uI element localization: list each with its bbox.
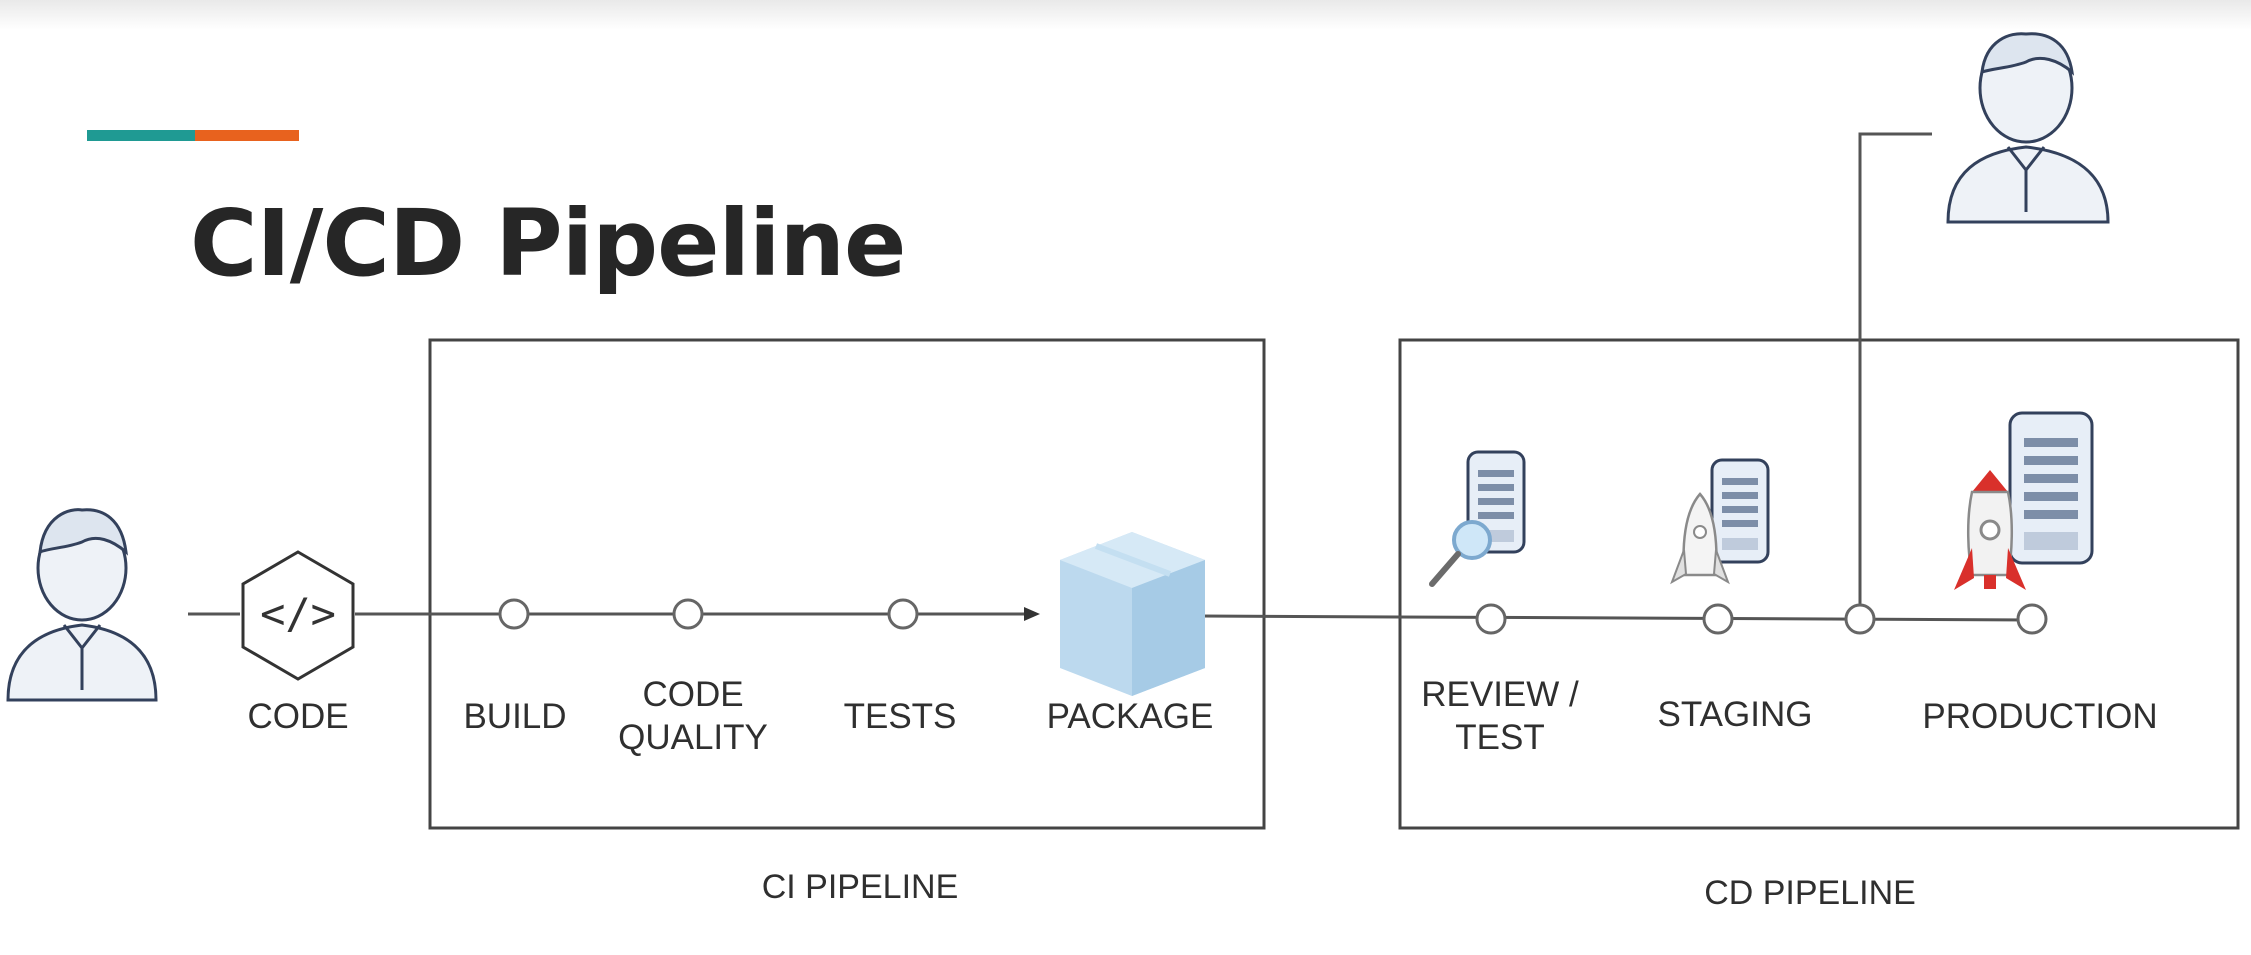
label-package: PACKAGE — [1046, 697, 1214, 736]
node-build — [498, 598, 530, 630]
node-production — [2016, 603, 2048, 635]
top-shadow — [0, 0, 2251, 30]
node-staging — [1702, 603, 1734, 635]
label-production: PRODUCTION — [1922, 697, 2158, 736]
review-server-icon — [1429, 450, 1526, 587]
staging-server-icon — [1670, 458, 1770, 585]
node-code-quality — [672, 598, 704, 630]
cd-pipeline-box — [1398, 338, 2240, 830]
section-cd-pipeline: CD PIPELINE — [1704, 874, 1916, 912]
page-title: CI/CD Pipeline — [190, 190, 906, 297]
accent-bar-orange — [195, 130, 299, 141]
label-review-line2: TEST — [1455, 718, 1545, 757]
ci-pipeline-box — [428, 338, 1266, 830]
flow-line-cd — [1199, 614, 2036, 622]
approver-icon — [1946, 32, 2110, 224]
label-code: CODE — [247, 697, 349, 736]
approval-line — [1858, 132, 1932, 620]
label-code-quality-line2: QUALITY — [618, 718, 768, 757]
flow-arrowhead — [1024, 607, 1040, 621]
label-review-line1: REVIEW / — [1421, 675, 1579, 714]
node-approval — [1844, 603, 1876, 635]
section-ci-pipeline: CI PIPELINE — [761, 868, 959, 906]
accent-bar-teal — [87, 130, 195, 141]
production-server-icon — [1954, 411, 2094, 590]
label-tests: TESTS — [843, 697, 957, 736]
code-hexagon-icon: </> — [241, 550, 355, 681]
label-build: BUILD — [463, 697, 567, 736]
package-box-icon — [1060, 532, 1205, 696]
node-tests — [887, 598, 919, 630]
label-staging: STAGING — [1657, 695, 1813, 734]
label-code-quality-line1: CODE — [642, 675, 744, 714]
developer-icon — [6, 508, 158, 702]
svg-text:</>: </> — [260, 589, 336, 638]
node-review — [1475, 603, 1507, 635]
